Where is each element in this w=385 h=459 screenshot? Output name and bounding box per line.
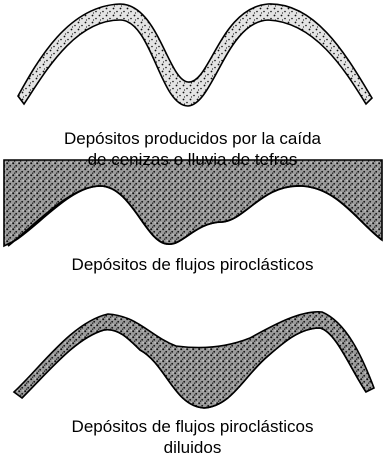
caption-pyroclastic-flow-line-1: Depósitos de flujos piroclásticos <box>71 255 314 274</box>
panel-1-tephra-fall <box>17 3 374 107</box>
panel-3-topography-line <box>21 327 367 409</box>
caption-diluted-flow-line-1: Depósitos de flujos piroclásticos <box>71 417 314 436</box>
panel-1-deposit-layer <box>17 3 374 107</box>
caption-tephra-fall-line-1: Depósitos producidos por la caída <box>63 129 322 148</box>
panel-3-deposit-layer <box>12 311 376 409</box>
caption-diluted-flow-line-2: diluidos <box>163 438 222 457</box>
panel-3-diluted-flow <box>12 311 376 409</box>
caption-tephra-fall: Depósitos producidos por la caída de cen… <box>0 128 385 170</box>
caption-diluted-flow: Depósitos de flujos piroclásticos diluid… <box>0 416 385 458</box>
panel-2-pyroclastic-flow <box>3 159 383 248</box>
panel-2-topography-line <box>7 185 383 247</box>
caption-pyroclastic-flow: Depósitos de flujos piroclásticos <box>0 254 385 275</box>
caption-tephra-fall-line-2: de cenizas o lluvia de tefras <box>87 150 298 169</box>
